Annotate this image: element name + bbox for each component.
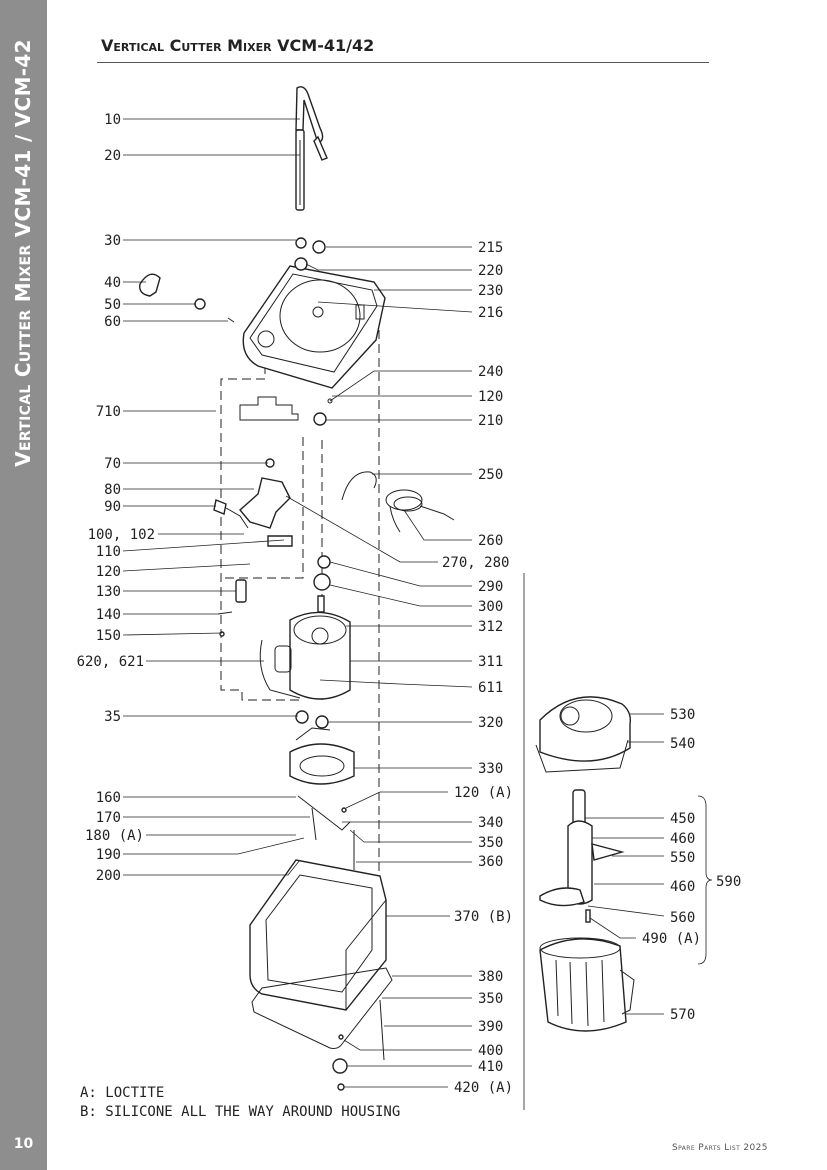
label-50: 50 xyxy=(104,297,121,313)
bowl-lid-part xyxy=(535,696,632,773)
note-loctite: A: LOCTITE xyxy=(80,1085,165,1101)
label-620-621: 620, 621 xyxy=(77,654,144,670)
label-190: 190 xyxy=(96,847,121,863)
label-611: 611 xyxy=(478,680,503,696)
small-parts xyxy=(217,555,331,637)
label-150: 150 xyxy=(96,628,121,644)
label-330: 330 xyxy=(478,761,503,777)
label-160: 160 xyxy=(96,790,121,806)
label-110: 110 xyxy=(96,544,121,560)
bracket-brace-590 xyxy=(697,795,713,965)
label-540: 540 xyxy=(670,736,695,752)
label-250: 250 xyxy=(478,467,503,483)
bearing-plate-part xyxy=(289,727,355,785)
label-320: 320 xyxy=(478,715,503,731)
label-270-280: 270, 280 xyxy=(442,555,509,571)
knob-part xyxy=(139,273,235,323)
knife-assembly-part xyxy=(539,789,625,923)
label-590: 590 xyxy=(716,874,741,890)
label-30: 30 xyxy=(104,233,121,249)
label-60: 60 xyxy=(104,314,121,330)
label-230: 230 xyxy=(478,283,503,299)
label-170: 170 xyxy=(96,810,121,826)
leader-lines xyxy=(122,118,665,1088)
power-cable-part xyxy=(341,471,455,533)
label-570: 570 xyxy=(670,1007,695,1023)
label-210: 210 xyxy=(478,413,503,429)
bowl-part xyxy=(539,937,635,1032)
label-350: 350 xyxy=(478,835,503,851)
label-490a: 490 (A) xyxy=(642,931,701,947)
label-215: 215 xyxy=(478,240,503,256)
label-260: 260 xyxy=(478,533,503,549)
legend-notes: A: LOCTITE B: SILICONE ALL THE WAY AROUN… xyxy=(80,1084,400,1122)
label-390: 390 xyxy=(478,1019,503,1035)
page-title: Vertical Cutter Mixer VCM-41/42 xyxy=(101,36,375,55)
label-560: 560 xyxy=(670,910,695,926)
label-400: 400 xyxy=(478,1043,503,1059)
label-80: 80 xyxy=(104,482,121,498)
base-plate-part xyxy=(251,967,393,1091)
motor-part xyxy=(259,595,351,729)
label-220: 220 xyxy=(478,263,503,279)
label-120-left: 120 xyxy=(96,564,121,580)
label-35: 35 xyxy=(104,709,121,725)
label-140: 140 xyxy=(96,607,121,623)
label-450: 450 xyxy=(670,811,695,827)
label-20: 20 xyxy=(104,148,121,164)
page-number: 10 xyxy=(13,1136,34,1152)
label-710: 710 xyxy=(96,404,121,420)
handle-part xyxy=(295,86,328,211)
label-10: 10 xyxy=(104,112,121,128)
label-380: 380 xyxy=(478,969,503,985)
label-360: 360 xyxy=(478,854,503,870)
label-410: 410 xyxy=(478,1059,503,1075)
label-420a: 420 (A) xyxy=(454,1080,513,1096)
switch-assembly-part xyxy=(213,458,293,547)
label-120a: 120 (A) xyxy=(454,785,513,801)
label-216: 216 xyxy=(478,305,503,321)
header-rule xyxy=(97,62,709,63)
label-300: 300 xyxy=(478,599,503,615)
label-40: 40 xyxy=(104,275,121,291)
label-130: 130 xyxy=(96,584,121,600)
footer: Spare Parts List 2025 xyxy=(672,1143,768,1153)
label-200: 200 xyxy=(96,868,121,884)
label-340: 340 xyxy=(478,815,503,831)
part-labels: 10 20 30 40 50 60 710 70 80 90 100, 102 … xyxy=(77,112,742,1096)
label-550: 550 xyxy=(670,850,695,866)
label-370b: 370 (B) xyxy=(454,909,513,925)
label-100-102: 100, 102 xyxy=(88,527,155,543)
label-70: 70 xyxy=(104,456,121,472)
label-290: 290 xyxy=(478,579,503,595)
label-530: 530 xyxy=(670,707,695,723)
label-240: 240 xyxy=(478,364,503,380)
label-460-lower: 460 xyxy=(670,879,695,895)
label-460: 460 xyxy=(670,831,695,847)
label-90: 90 xyxy=(104,499,121,515)
label-120: 120 xyxy=(478,389,503,405)
note-silicone: B: SILICONE ALL THE WAY AROUND HOUSING xyxy=(80,1104,401,1120)
cover-part xyxy=(239,396,299,421)
label-180a: 180 (A) xyxy=(85,828,144,844)
bracket-part xyxy=(297,795,355,870)
side-bar xyxy=(0,0,47,1170)
label-311: 311 xyxy=(478,654,503,670)
housing-part xyxy=(249,859,387,1011)
lid-part xyxy=(242,237,386,426)
label-350-lower: 350 xyxy=(478,991,503,1007)
label-312: 312 xyxy=(478,619,503,635)
